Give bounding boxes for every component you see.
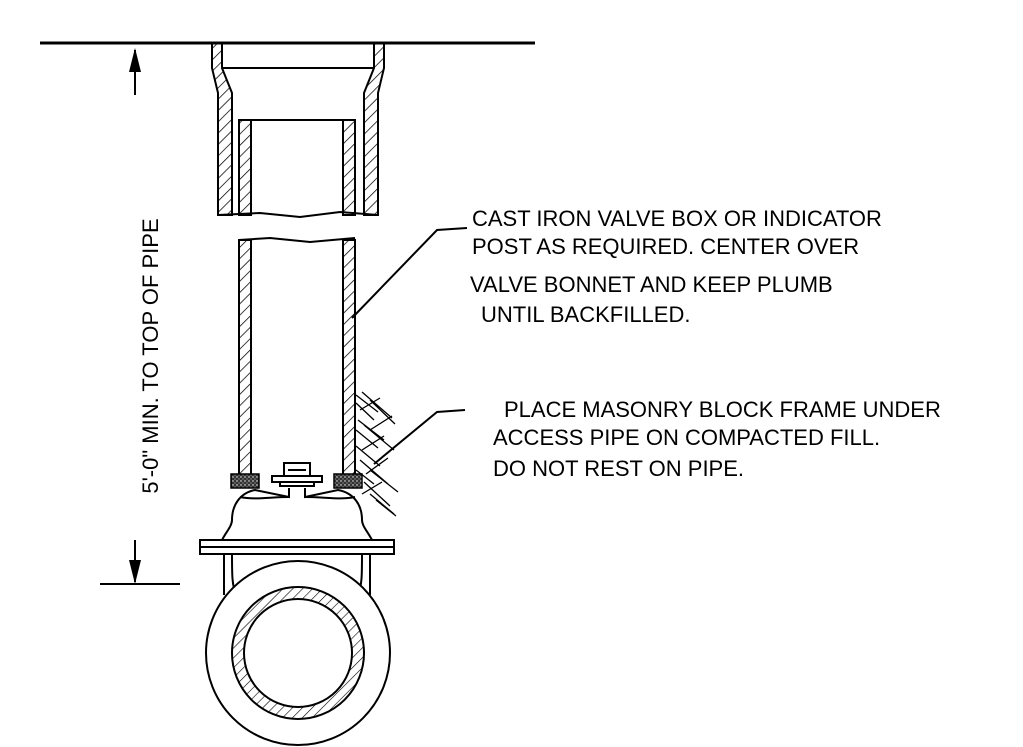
dimension-label: 5'-0" MIN. TO TOP OF PIPE (138, 218, 163, 493)
callout-line: DO NOT REST ON PIPE. (493, 456, 744, 481)
callout-line: CAST IRON VALVE BOX OR INDICATOR (472, 206, 882, 231)
callout-line: POST AS REQUIRED. CENTER OVER (472, 234, 859, 259)
valve-bonnet (199, 488, 395, 555)
masonry-block-right (333, 473, 363, 489)
operating-nut (271, 462, 323, 487)
callout-masonry-frame: PLACE MASONRY BLOCK FRAME UNDER ACCESS P… (493, 397, 941, 481)
valve-box-top-section (211, 42, 385, 219)
callout-line: UNTIL BACKFILLED. (481, 302, 690, 327)
callout-line: PLACE MASONRY BLOCK FRAME UNDER (504, 397, 941, 422)
callout-line: VALVE BONNET AND KEEP PLUMB (470, 272, 833, 297)
leader-line-valve-box (351, 227, 468, 319)
callout-line: ACCESS PIPE ON COMPACTED FILL. (493, 425, 880, 450)
callout-valve-box: CAST IRON VALVE BOX OR INDICATOR POST AS… (470, 206, 882, 327)
dimension-markers (100, 48, 180, 585)
masonry-block-left (230, 473, 260, 489)
leader-line-masonry-frame (373, 409, 466, 465)
valve-body (205, 553, 391, 746)
compacted-fill-hatching (355, 391, 399, 517)
valve-box-lower-section (238, 236, 356, 477)
